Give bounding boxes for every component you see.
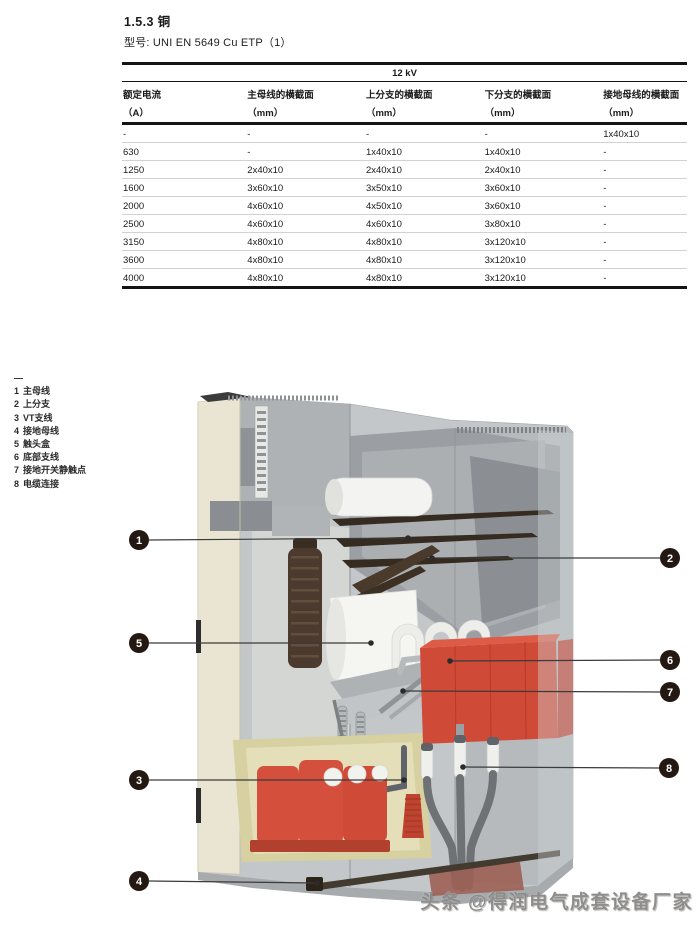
transparent-side-panel bbox=[538, 430, 573, 885]
model-line: 型号: UNI EN 5649 Cu ETP（1） bbox=[124, 37, 292, 49]
spec-table: 12 kV 额定电流（A） 主母线的横截面（mm） 上分支的横截面（mm） 下分… bbox=[122, 62, 687, 289]
section-heading: 1.5.3 铜 bbox=[124, 15, 171, 29]
callout-3: 3 bbox=[129, 770, 407, 790]
column-header: 主母线的横截面（mm） bbox=[246, 81, 365, 125]
svg-text:8: 8 bbox=[666, 763, 672, 775]
door-hinges bbox=[196, 620, 201, 823]
callout-4: 4 bbox=[129, 871, 320, 891]
svg-text:5: 5 bbox=[136, 638, 142, 650]
spec-table-wrap: 12 kV 额定电流（A） 主母线的横截面（mm） 上分支的横截面（mm） 下分… bbox=[122, 62, 687, 289]
svg-text:3: 3 bbox=[136, 775, 142, 787]
callout-7: 7 bbox=[400, 682, 680, 702]
svg-text:7: 7 bbox=[667, 687, 673, 699]
callout-6: 6 bbox=[447, 650, 680, 670]
column-header-row: 额定电流（A） 主母线的横截面（mm） 上分支的横截面（mm） 下分支的横截面（… bbox=[122, 81, 687, 125]
main-busbar bbox=[332, 510, 554, 568]
column-header: 上分支的横截面（mm） bbox=[364, 81, 484, 125]
cable-connections bbox=[420, 724, 500, 892]
column-header: 额定电流（A） bbox=[122, 81, 247, 125]
callout-8: 8 bbox=[460, 758, 679, 778]
insulator-column bbox=[288, 538, 322, 668]
voltage-header: 12 kV bbox=[122, 62, 687, 82]
callout-2: 2 bbox=[429, 548, 680, 568]
callout-1: 1 bbox=[129, 530, 411, 550]
column-header: 下分支的横截面（mm） bbox=[483, 81, 603, 125]
svg-text:4: 4 bbox=[136, 876, 143, 888]
table-row: ----1x40x10 bbox=[122, 123, 687, 143]
svg-text:2: 2 bbox=[667, 553, 673, 565]
callout-5: 5 bbox=[129, 633, 374, 653]
voltage-header-row: 12 kV bbox=[122, 62, 687, 82]
current-transformer-box bbox=[420, 634, 573, 744]
svg-text:1: 1 bbox=[136, 535, 142, 547]
upper-bushing bbox=[325, 477, 433, 517]
column-header: 接地母线的横截面（mm） bbox=[602, 81, 687, 125]
voltage-transformers bbox=[250, 760, 424, 852]
watermark: 头条 @得润电气成套设备厂家 bbox=[420, 892, 693, 913]
svg-text:6: 6 bbox=[667, 655, 673, 667]
legend-marker: — bbox=[14, 373, 23, 383]
title-block: 1.5.3 铜 型号: UNI EN 5649 Cu ETP（1） bbox=[124, 11, 292, 50]
